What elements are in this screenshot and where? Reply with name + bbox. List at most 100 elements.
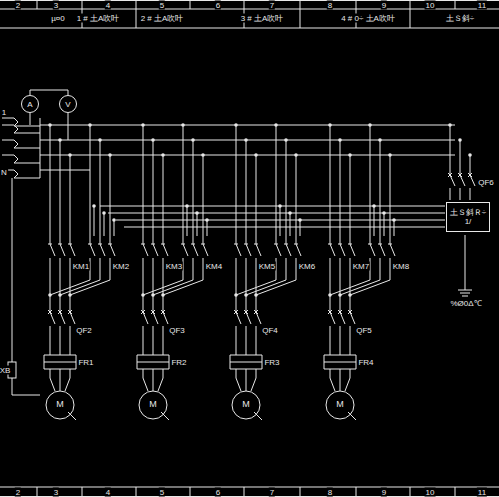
wire xyxy=(390,155,391,240)
label: 2 xyxy=(15,488,21,497)
wire xyxy=(50,312,55,324)
wire xyxy=(94,206,95,236)
label: 9 xyxy=(381,1,387,10)
wire xyxy=(350,155,351,240)
wire xyxy=(470,155,471,175)
junction-dot xyxy=(284,138,288,142)
label: 11 xyxy=(477,488,487,497)
wire xyxy=(244,244,248,245)
wire xyxy=(2,118,14,119)
wire xyxy=(340,240,341,244)
junction-dot xyxy=(141,293,145,297)
wire xyxy=(143,240,144,244)
wire xyxy=(330,125,331,240)
wire xyxy=(60,266,61,312)
wire xyxy=(203,155,204,240)
wire xyxy=(244,487,245,497)
junction-dot xyxy=(205,218,209,222)
label: N xyxy=(0,168,8,177)
wire xyxy=(340,258,341,266)
label: QF4 xyxy=(261,326,279,335)
wire xyxy=(201,244,205,245)
label: KM1 xyxy=(72,262,90,271)
wire xyxy=(286,140,287,240)
wire xyxy=(246,312,251,324)
wire xyxy=(340,244,345,256)
wire xyxy=(246,378,247,391)
wire xyxy=(90,125,91,240)
motor-symbol xyxy=(232,391,260,419)
wire xyxy=(374,206,375,236)
wire xyxy=(136,487,137,497)
wire xyxy=(50,369,51,378)
wire xyxy=(70,258,71,266)
wire xyxy=(70,155,71,240)
junction-dot xyxy=(201,153,205,157)
wire xyxy=(296,258,297,266)
wire xyxy=(455,0,456,9)
wire xyxy=(136,0,137,9)
wire xyxy=(37,0,38,9)
wire xyxy=(190,0,191,9)
wire xyxy=(468,173,472,177)
label: 8 xyxy=(327,488,333,497)
wire xyxy=(14,163,40,164)
wire xyxy=(294,244,298,245)
wire xyxy=(163,369,164,378)
wire xyxy=(251,378,256,391)
label: 土Ｓ斜÷ xyxy=(445,14,475,23)
wire xyxy=(193,244,198,256)
wire xyxy=(100,140,101,240)
wire xyxy=(468,173,472,177)
wire xyxy=(246,369,247,378)
wire xyxy=(44,362,76,363)
junction-dot xyxy=(234,293,238,297)
wire xyxy=(60,312,65,324)
wire xyxy=(158,378,163,391)
junction-dot xyxy=(108,153,112,157)
label: 3 xyxy=(53,1,59,10)
node-text: 土Ｓ斜Ｒ÷ xyxy=(450,208,486,217)
wire xyxy=(60,258,61,266)
wire xyxy=(110,266,111,280)
label: KM4 xyxy=(205,262,223,271)
wire xyxy=(330,240,331,244)
wire xyxy=(163,244,168,256)
junction-dot xyxy=(288,211,292,215)
wire xyxy=(124,227,445,228)
wire xyxy=(40,155,455,156)
wire xyxy=(50,378,55,391)
wire xyxy=(163,280,203,295)
node-text: V xyxy=(65,100,70,109)
label: QF6 xyxy=(477,178,495,187)
wire xyxy=(2,140,14,141)
wire xyxy=(14,155,18,159)
wire xyxy=(458,173,462,177)
wire xyxy=(368,244,372,245)
label: KM3 xyxy=(165,262,183,271)
junction-dot xyxy=(274,123,278,127)
wire xyxy=(350,266,351,312)
wire xyxy=(350,240,351,244)
wire xyxy=(104,213,105,236)
wire xyxy=(324,369,356,370)
label: 10 xyxy=(425,1,436,10)
wire xyxy=(296,240,297,244)
wire xyxy=(70,326,71,355)
wire xyxy=(340,326,341,355)
wire xyxy=(450,188,451,200)
wire xyxy=(340,140,341,240)
wire xyxy=(203,240,204,244)
wire xyxy=(390,266,391,280)
wire xyxy=(163,326,164,355)
control-box: 土Ｓ斜Ｒ÷1/ xyxy=(446,202,490,232)
wire xyxy=(370,125,371,240)
wire xyxy=(370,244,375,256)
wire xyxy=(50,258,51,266)
ammeter-symbol: A xyxy=(21,95,39,113)
wire xyxy=(203,266,204,280)
junction-dot xyxy=(141,123,145,127)
motor-letter: M xyxy=(55,400,65,409)
wire xyxy=(458,290,472,291)
label: %Ø0Δ℃ xyxy=(449,299,482,308)
